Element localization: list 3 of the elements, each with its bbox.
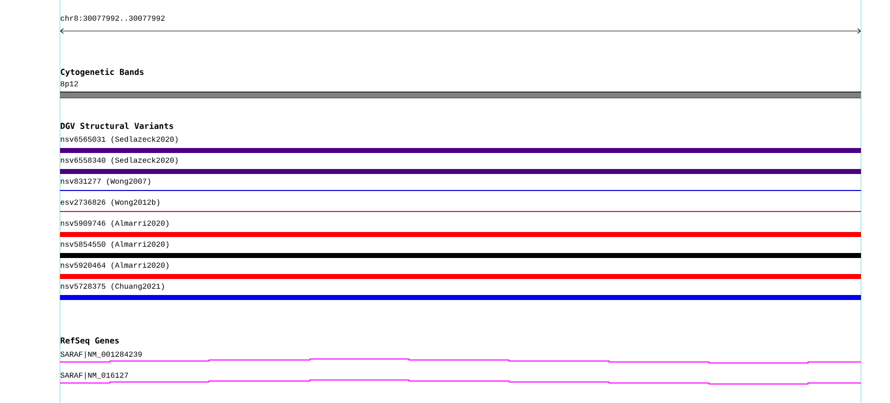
track-heading: Cytogenetic Bands [60, 68, 144, 77]
track-heading: DGV Structural Variants [60, 122, 174, 129]
track-heading: RefSeq Genes [60, 337, 119, 346]
